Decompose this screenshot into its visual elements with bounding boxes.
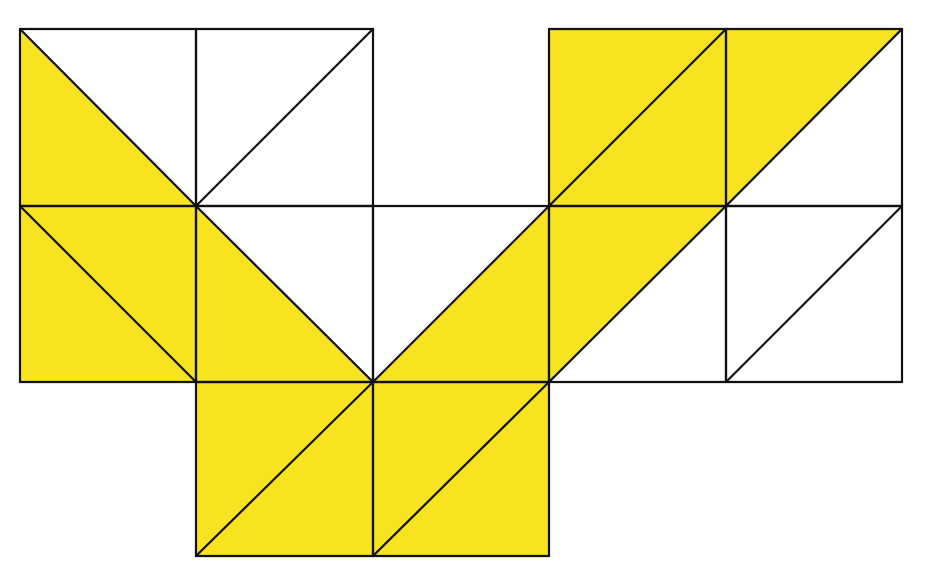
diagonal-r1c3 (547, 204, 728, 384)
diagonal-r0c0 (18, 27, 198, 208)
diagonal-r0c1 (194, 27, 375, 208)
diagonal-r1c0 (18, 204, 198, 384)
grid-lines-layer (18, 27, 904, 558)
diagonal-r1c2 (371, 204, 551, 384)
diagonal-r0c3 (547, 27, 728, 208)
diagonal-r1c4 (724, 204, 904, 384)
diagonal-r2c1 (194, 380, 375, 558)
diagonal-r0c4 (724, 27, 904, 208)
diagonal-r1c1 (194, 204, 375, 384)
diagonal-r2c2 (371, 380, 551, 558)
